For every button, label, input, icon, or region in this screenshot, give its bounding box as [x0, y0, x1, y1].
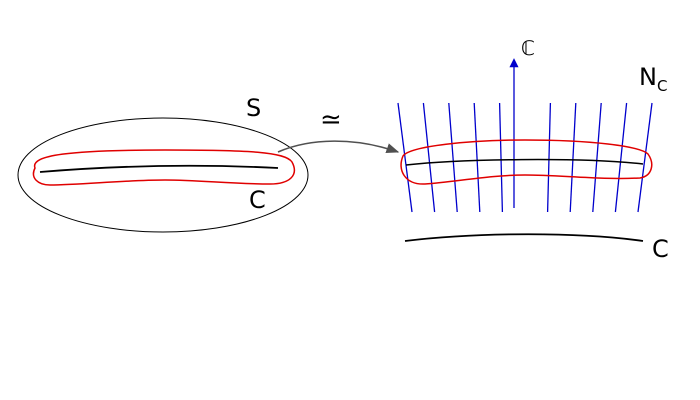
curve-c-left-label: C	[249, 186, 266, 214]
equivalence-symbol: ≃	[320, 105, 342, 135]
normal-bundle-subscript: C	[657, 77, 667, 95]
normal-fiber-line	[569, 102, 577, 213]
left-panel: S C	[17, 94, 309, 233]
surface-s-ellipse	[17, 117, 309, 233]
normal-fibers	[397, 102, 653, 213]
normal-bundle-label: NC	[639, 63, 667, 95]
normal-bundle-main: N	[639, 63, 657, 91]
normal-fiber-line	[592, 102, 602, 213]
normal-fiber-line	[637, 102, 653, 213]
curve-c-right	[404, 233, 644, 242]
curve-c-right-label: C	[652, 235, 669, 263]
normal-fiber-line	[397, 102, 413, 213]
right-panel: ℂ C NC	[397, 36, 669, 263]
normal-fiber-line	[448, 102, 458, 213]
fiber-axis-label: ℂ	[521, 36, 535, 60]
right-tubular-neighborhood	[400, 139, 653, 185]
mapping-arrow	[277, 140, 400, 154]
surface-s-label: S	[246, 94, 261, 122]
normal-fiber-line	[473, 102, 481, 213]
left-tubular-neighborhood	[32, 149, 296, 186]
curve-c-left	[39, 164, 279, 173]
normal-fiber-line	[422, 102, 436, 213]
normal-fiber-line	[498, 102, 504, 213]
zero-section-curve	[405, 158, 644, 166]
normal-fiber-line	[546, 102, 552, 213]
normal-fiber-line	[614, 102, 628, 213]
